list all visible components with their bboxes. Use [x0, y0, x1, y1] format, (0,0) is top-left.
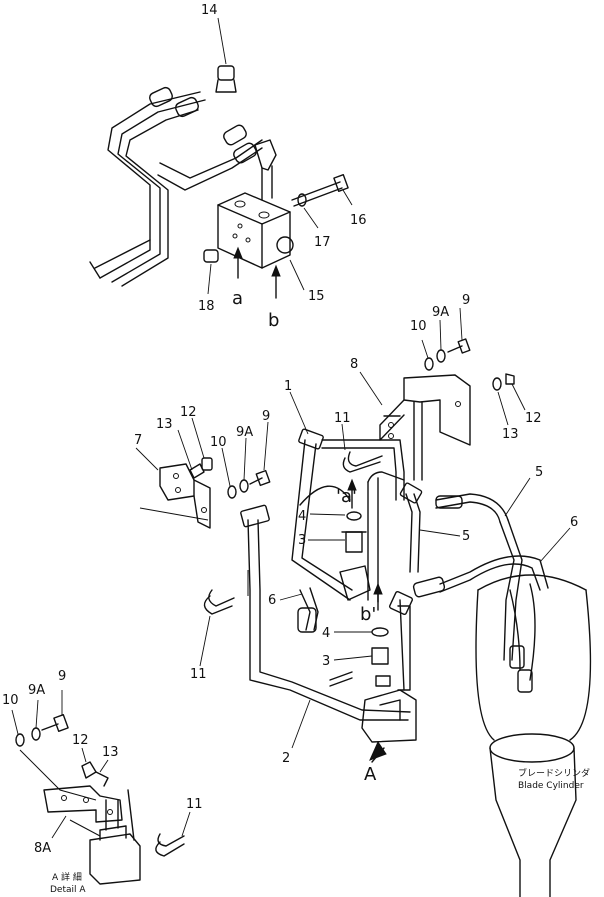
label-5-a: 5 [535, 465, 543, 480]
label-13-detail: 13 [102, 745, 119, 760]
label-16: 16 [350, 213, 367, 228]
label-18: 18 [198, 299, 215, 314]
top-assembly [89, 17, 353, 299]
label-9-left: 9 [262, 409, 270, 424]
blade-cylinder [475, 574, 592, 897]
bolt-16 [291, 174, 349, 207]
label-6-right: 6 [570, 515, 578, 530]
label-13-left: 13 [156, 417, 173, 432]
elbow-fitting [254, 139, 277, 171]
label-14: 14 [201, 3, 218, 18]
label-detail-arrow-A: A [364, 764, 377, 785]
plug-14 [215, 65, 237, 93]
label-12-right: 12 [525, 411, 542, 426]
label-10-top: 10 [410, 319, 427, 334]
detail-a-label-jp: A 詳 細 [52, 871, 82, 883]
part-labels: 14 16 17 15 18 a b 10 9A 9 8 12 13 1 11 … [2, 3, 590, 895]
label-port-b-prime: b' [360, 604, 376, 625]
label-9A-left: 9A [236, 425, 253, 440]
label-10-left: 10 [210, 435, 227, 450]
label-11-left: 11 [190, 667, 207, 682]
plug-18 [203, 249, 219, 263]
label-15: 15 [308, 289, 325, 304]
label-17: 17 [314, 235, 331, 250]
label-8: 8 [350, 357, 358, 372]
label-6-left: 6 [268, 593, 276, 608]
label-13-right: 13 [502, 427, 519, 442]
label-9A-detail: 9A [28, 683, 45, 698]
label-11-mid: 11 [334, 411, 351, 426]
label-4-a: 4 [298, 509, 306, 524]
main-pipes [240, 391, 571, 763]
detail-a-label-en: Detail A [50, 885, 86, 895]
bracket-7 [135, 417, 271, 667]
label-port-a: a [232, 288, 243, 309]
label-12-left: 12 [180, 405, 197, 420]
pipe-fitting [149, 86, 257, 164]
label-1: 1 [284, 379, 292, 394]
label-9-detail: 9 [58, 669, 66, 684]
label-3-a: 3 [298, 533, 306, 548]
label-2: 2 [282, 751, 290, 766]
blade-cylinder-label-jp: ブレードシリンダ [518, 767, 590, 779]
label-port-b: b [268, 310, 279, 331]
label-4-b: 4 [322, 626, 330, 641]
label-11-detail: 11 [186, 797, 203, 812]
label-9-top: 9 [462, 293, 470, 308]
label-10-detail: 10 [2, 693, 19, 708]
detail-a [11, 690, 191, 885]
valve-block [217, 192, 294, 269]
label-12-detail: 12 [72, 733, 89, 748]
label-8A: 8A [34, 841, 51, 856]
label-7: 7 [134, 433, 142, 448]
blade-cylinder-label-en: Blade Cylinder [518, 781, 584, 791]
washer-17 [297, 193, 307, 207]
label-9A-top: 9A [432, 305, 449, 320]
label-5-b: 5 [462, 529, 470, 544]
label-3-b: 3 [322, 654, 330, 669]
label-port-a-prime: 'a' [336, 486, 357, 507]
bracket-8 [359, 307, 526, 481]
